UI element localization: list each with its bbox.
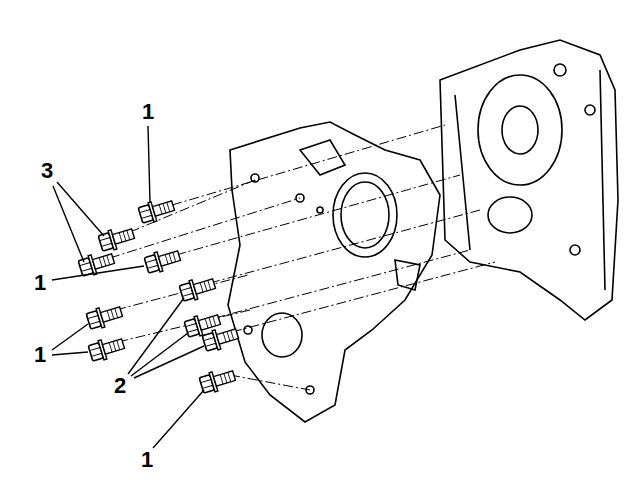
callout-number: 2 [114, 375, 126, 397]
callout-number: 3 [41, 160, 53, 182]
callout-number: 1 [142, 101, 154, 123]
bolt-centerlines [110, 125, 495, 390]
bolts [78, 196, 240, 395]
engine-block [440, 40, 618, 320]
front-cover [228, 122, 440, 422]
leader-lines [52, 126, 204, 448]
callout-number: 1 [141, 449, 153, 471]
callout-number: 1 [34, 272, 46, 294]
callout-number: 1 [34, 344, 46, 366]
